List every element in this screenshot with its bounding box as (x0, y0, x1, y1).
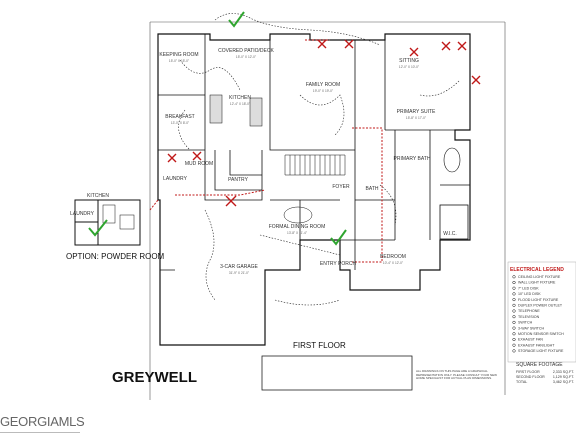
legend-symbol-icon (512, 349, 516, 353)
sqft-row-label: SECOND FLOOR (516, 375, 545, 379)
legend-item: EXHAUST FAN (518, 338, 543, 342)
wiring (178, 13, 461, 306)
sqft-title: SQUARE FOOTAGE (516, 362, 563, 368)
legend-item: TELEVISION (518, 315, 540, 319)
room-label: BREAKFAST (165, 114, 194, 120)
sqft-row-value: 2,333 SQ.FT. (553, 370, 574, 374)
room-label: FAMILY ROOM (306, 82, 340, 88)
legend-item: STORAGE LIGHT FIXTURE (518, 349, 564, 353)
svg-text:12'-0" X 10'-0": 12'-0" X 10'-0" (399, 65, 419, 69)
legend-item: WALL LIGHT FIXTURE (518, 281, 556, 285)
removed-fixture-marks (167, 39, 481, 207)
legend-symbol-icon (512, 320, 516, 324)
svg-text:19'-0" X 19'-0": 19'-0" X 19'-0" (313, 89, 333, 93)
disclaimer-area: ALL DRAWINGS ON THIS PAGE ARE A GRAPHICA… (416, 370, 497, 381)
option-powder-room-heading: OPTION: POWDER ROOM (66, 252, 165, 261)
room-label: PANTRY (228, 177, 248, 183)
title-block-box (261, 355, 413, 391)
approved-fixture-marks (88, 11, 347, 246)
legend-item: FLOOD LIGHT FIXTURE (518, 298, 559, 302)
powder-room-option (74, 199, 141, 246)
room-label: BEDROOM (380, 254, 406, 260)
room-label: KEEPING ROOM (159, 52, 198, 58)
room-labels: KEEPING ROOM 15'-0" X 15'-0" COVERED PAT… (70, 48, 457, 275)
legend-item: 7" LED DISK (518, 286, 539, 290)
room-label: KITCHEN (229, 95, 251, 101)
svg-text:13'-8" X 11'-4": 13'-8" X 11'-4" (287, 231, 307, 235)
legend-symbol-icon (512, 286, 516, 290)
legend-symbol-icon (512, 332, 516, 336)
legend-symbol-icon (512, 315, 516, 319)
legend-symbol-icon (512, 292, 516, 296)
legend-item: EXHAUST FAN/LIGHT (518, 343, 555, 347)
room-label: W.I.C. (443, 231, 457, 237)
georgiamls-logo: GEORGIAMLS (0, 412, 85, 432)
room-label: KITCHEN (87, 193, 109, 199)
legend-title: ELECTRICAL LEGEND (510, 267, 564, 273)
svg-text:15'-0" X 15'-0": 15'-0" X 15'-0" (169, 59, 189, 63)
svg-text:31'-9" X 21'-0": 31'-9" X 21'-0" (229, 271, 249, 275)
disclaimer: ALL DRAWINGS ON THIS PAGE ARE A GRAPHICA… (416, 370, 497, 381)
legend-symbol-icon (512, 280, 516, 285)
electrical-legend: ELECTRICAL LEGEND CEILING LIGHT FIXTURE W… (507, 261, 576, 363)
brand-text: GEORGIAMLS (0, 414, 85, 429)
legend-symbol-icon (512, 343, 516, 347)
svg-text:15'-0" X 12'-0": 15'-0" X 12'-0" (236, 55, 256, 59)
room-label: PRIMARY SUITE (397, 109, 436, 115)
walls (157, 33, 471, 346)
svg-text:13'-0" X 8'-0": 13'-0" X 8'-0" (171, 121, 189, 125)
room-label: FOYER (332, 184, 350, 190)
svg-text:10'-4" X 12'-0": 10'-4" X 12'-0" (383, 261, 403, 265)
legend-item: MOTION SENSOR SWITCH (518, 332, 564, 336)
room-label: PRIMARY BATH (394, 156, 431, 162)
plan-title: GREYWELL (112, 369, 197, 386)
svg-text:15'-8" X 17'-0": 15'-8" X 17'-0" (406, 116, 426, 120)
room-label: SITTING (399, 58, 419, 64)
sqft-row-value: 1,129 SQ.FT. (553, 375, 574, 379)
room-label: ENTRY PORCH (320, 261, 357, 267)
room-label: LAUNDRY (163, 176, 187, 182)
room-label: COVERED PATIO/DECK (218, 48, 274, 54)
legend-item: DUPLEX POWER OUTLET (518, 304, 563, 308)
floor-label: FIRST FLOOR (293, 341, 346, 350)
room-label: 3-CAR GARAGE (220, 264, 258, 270)
svg-text:12'-4" X 18'-0": 12'-4" X 18'-0" (230, 102, 250, 106)
option-outlines (149, 39, 383, 263)
room-label: LAUNDRY (70, 211, 94, 217)
legend-item: TELEPHONE (518, 309, 540, 313)
legend-symbol-icon (512, 309, 516, 313)
legend-symbol-icon (512, 275, 516, 279)
room-label: FORMAL DINING ROOM (269, 224, 325, 230)
legend-symbol-icon (512, 326, 516, 330)
sqft-row-label: FIRST FLOOR (516, 370, 540, 374)
legend-item: SWITCH (518, 321, 533, 325)
legend-item: 10" LED DISK (518, 292, 541, 296)
legend-item: 3-WAY SWITCH (518, 326, 544, 330)
legend-symbol-icon (512, 337, 516, 342)
square-footage-table: SQUARE FOOTAGE FIRST FLOOR 2,333 SQ.FT. SE… (516, 362, 574, 384)
sqft-row-label: TOTAL (516, 380, 527, 384)
sqft-row-value: 3,462 SQ.FT. (553, 380, 574, 384)
legend-symbol-icon (512, 303, 516, 307)
legend-symbol-icon (512, 298, 516, 302)
room-label: MUD ROOM (185, 161, 213, 167)
legend-item: CEILING LIGHT FIXTURE (518, 275, 561, 279)
room-label: BATH (366, 186, 379, 192)
